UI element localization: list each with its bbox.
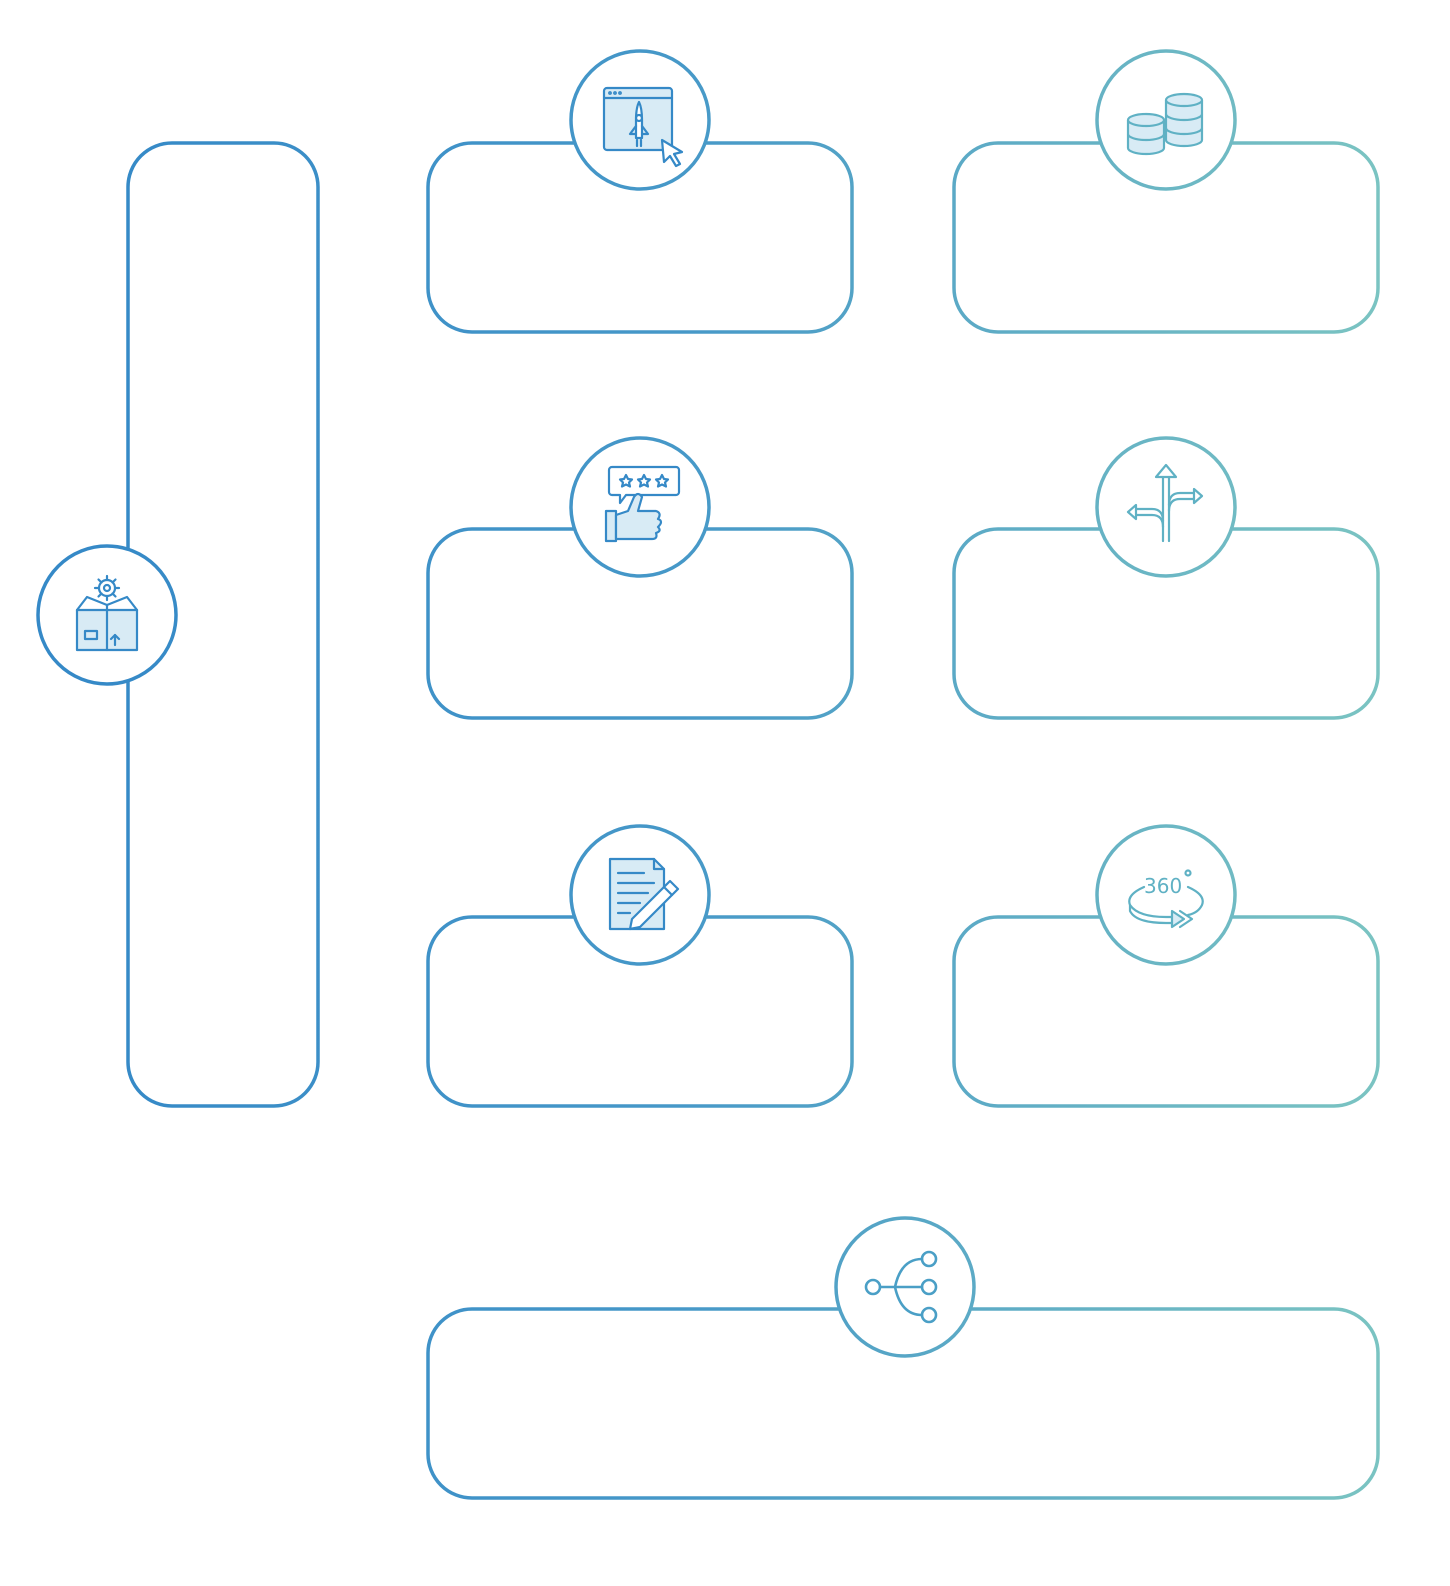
- web-launch-rocket-icon: [602, 86, 684, 168]
- customer-rating-thumbs-up-icon: [604, 465, 681, 543]
- document-edit-pencil-icon: [608, 857, 680, 931]
- node-circle-4: [1095, 436, 1237, 578]
- view-360-icon: 360: [1128, 869, 1204, 929]
- database-coins-icon: [1126, 92, 1204, 156]
- distribution-network-icon: [864, 1250, 938, 1324]
- direction-arrows-icon: [1126, 463, 1204, 543]
- product-box-gear-icon: [75, 574, 139, 652]
- node-circle-6: [1095, 824, 1237, 966]
- svg-text:360: 360: [1144, 874, 1182, 898]
